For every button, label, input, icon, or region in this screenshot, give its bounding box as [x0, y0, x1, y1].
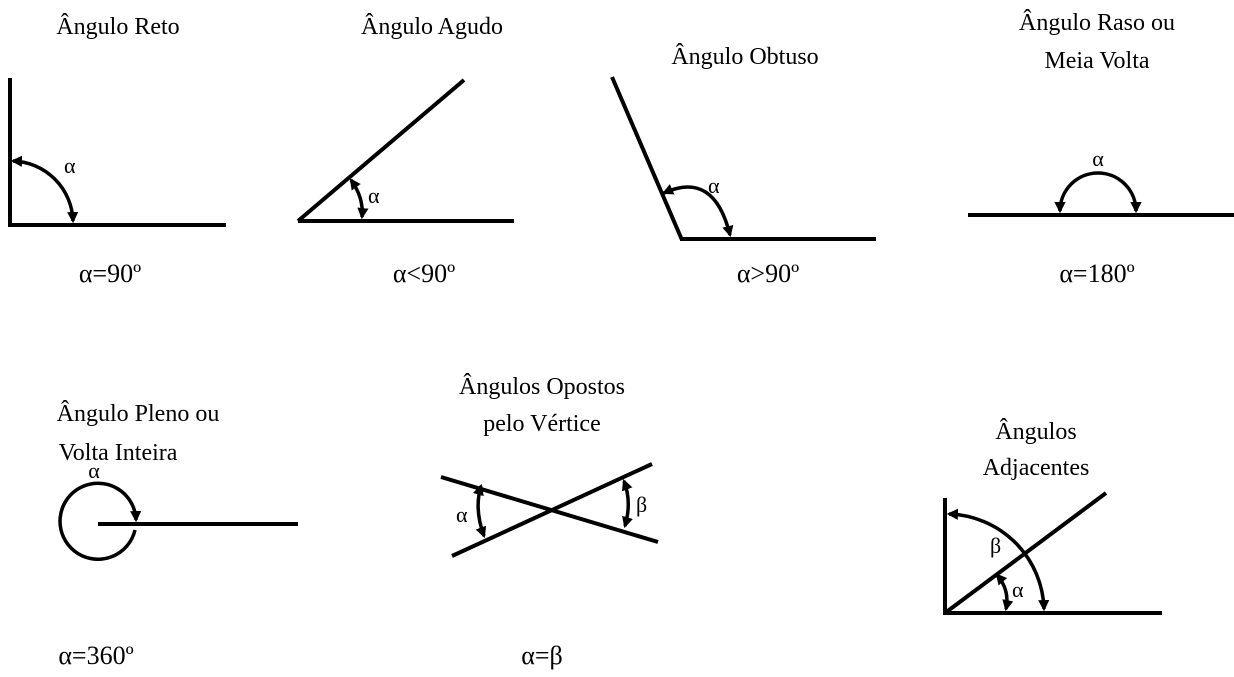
obtuse-angle-alpha: α [708, 173, 720, 198]
obtuse-angle-arc [661, 184, 734, 238]
straight-angle-title-line-1: Ângulo Raso ou [1019, 10, 1175, 36]
vertical-angles-line-b [451, 462, 653, 558]
adjacent-angles-alpha-arc [995, 573, 1014, 612]
panel-vertical-angles: Ângulos Opostos pelo Vértice α β α=β [440, 374, 659, 670]
vertical-angles-beta: β [636, 492, 647, 517]
right-angle-formula: α=90º [79, 259, 141, 288]
straight-angle-alpha: α [1092, 146, 1104, 171]
vertical-angles-title-line-1: Ângulos Opostos [459, 374, 625, 400]
acute-angle-alpha: α [368, 183, 380, 208]
straight-angle-arc [1054, 171, 1142, 214]
adjacent-angles-title-line-1: Ângulos [995, 419, 1076, 445]
full-angle-alpha: α [88, 458, 100, 483]
adjacent-angles-beta-arc [946, 508, 1050, 612]
panel-adjacent-angles: Ângulos Adjacentes β α [943, 419, 1162, 615]
vertical-angles-title-line-2: pelo Vértice [483, 411, 601, 437]
vertical-angles-alpha-arc [473, 483, 487, 539]
acute-angle-oblique-ray [296, 78, 466, 223]
adjacent-angles-title-line-2: Adjacentes [983, 455, 1090, 481]
panel-straight-angle: Ângulo Raso ou Meia Volta α α=180º [968, 10, 1234, 288]
adjacent-angles-beta: β [990, 533, 1001, 558]
right-angle-arc [10, 155, 79, 224]
straight-angle-title-line-2: Meia Volta [1044, 48, 1149, 74]
full-angle-title-line-1: Ângulo Pleno ou [57, 401, 220, 427]
panel-right-angle: Ângulo Reto α α=90º [8, 14, 226, 288]
obtuse-angle-oblique-ray [610, 76, 684, 241]
obtuse-angle-title: Ângulo Obtuso [671, 44, 818, 70]
adjacent-angles-alpha: α [1012, 577, 1024, 602]
acute-angle-formula: α<90º [393, 259, 455, 288]
obtuse-angle-formula: α>90º [737, 259, 799, 288]
full-angle-title-line-2: Volta Inteira [59, 440, 178, 466]
right-angle-title: Ângulo Reto [56, 14, 179, 40]
vertical-angles-formula: α=β [521, 641, 563, 670]
panel-obtuse-angle: Ângulo Obtuso α α>90º [610, 44, 876, 288]
vertical-angles-alpha: α [456, 502, 468, 527]
panel-acute-angle: Ângulo Agudo α α<90º [296, 14, 514, 288]
acute-angle-title: Ângulo Agudo [361, 14, 503, 40]
full-angle-formula: α=360º [58, 641, 133, 670]
vertical-angles-beta-arc [621, 478, 633, 529]
full-angle-arc [58, 481, 142, 561]
straight-angle-formula: α=180º [1059, 259, 1134, 288]
panel-full-angle: Ângulo Pleno ou Volta Inteira α α=360º [57, 401, 298, 670]
right-angle-alpha: α [64, 153, 76, 178]
acute-angle-arc [349, 178, 369, 220]
